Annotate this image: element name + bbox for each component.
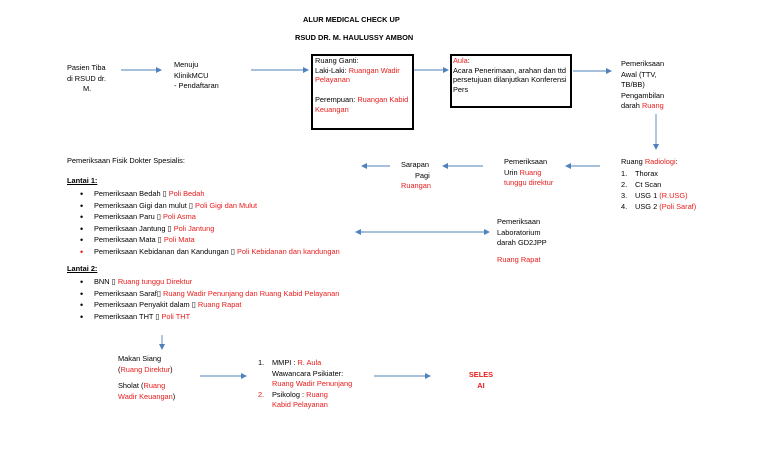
changing-room-content: Ruang Ganti: Laki-Laki: Ruangan Wadir Pe… [315, 56, 413, 114]
initial-exam-line: Pengambilan [621, 90, 665, 100]
floor1-item: Pemeriksaan Bedah ▯ Poli Bedah [67, 188, 367, 201]
male-room: Ruangan Wadir [348, 65, 400, 75]
lab-line: darah GD2JPP [497, 238, 547, 248]
floor2-item: BNN ▯ Ruang tunggu Direktur [67, 276, 367, 289]
hall-line: Pers [453, 84, 469, 94]
initial-exam-prefix: darah [621, 101, 642, 111]
hall-content: Aula: Acara Penerimaan, arahan dan ttd p… [453, 56, 571, 95]
floor1-item: Pemeriksaan Kebidanan dan Kandungan ▯ Po… [67, 246, 367, 259]
floor1-label: Lantai 1: [67, 175, 98, 185]
initial-exam-line: Pemeriksaan [621, 59, 665, 68]
male-label: Laki-Laki: [315, 65, 349, 75]
lab-room: Ruang Rapat [497, 254, 541, 264]
psychologist-label: Psikolog : [272, 389, 307, 399]
lab-line: Pemeriksaan [497, 217, 541, 226]
hall-line: persetujuan dilanjutkan Konferensi [453, 75, 567, 85]
breakfast-line: Sarapan [401, 160, 429, 169]
psychologist-room: Ruang [306, 389, 328, 399]
prayer-prefix: Sholat ( [118, 381, 144, 391]
urine-room-cont: tunggu direktur [504, 178, 554, 188]
radiology-list: 1.Thorax 2.Ct Scan 3.USG 1 (R.USG) 4.USG… [621, 168, 696, 213]
initial-exam-room: Ruang [641, 101, 664, 111]
urine-room: Ruang [519, 167, 542, 177]
radiology-item: 2.Ct Scan [621, 179, 662, 189]
floor2-item: Pemeriksaan Saraf▯ Ruang Wadir Penunjang… [67, 288, 367, 301]
female-room: Ruangan Kabid [357, 94, 409, 104]
breakfast-room: Ruangan [401, 181, 431, 191]
specialist-heading: Pemeriksaan Fisik Dokter Spesialis: [67, 156, 185, 165]
breakfast-line: Pagi [415, 170, 430, 180]
registration-line: Menuju [174, 60, 199, 69]
prayer-room-cont: Wadir Keuangan [118, 391, 173, 401]
lunch-room: Ruang Direktur [120, 364, 171, 374]
mmpi-room: R. Aula [297, 358, 322, 367]
mmpi-label: MMPI : [272, 358, 298, 367]
step-initial-exam: Pemeriksaan Awal (TTV, TB/BB) Pengambila… [621, 59, 664, 112]
male-room-cont: Pelayanan [315, 75, 350, 85]
step-lab: Pemeriksaan Laboratorium darah GD2JPP Ru… [497, 217, 547, 265]
floor1-item: Pemeriksaan Paru ▯ Poli Asma [67, 211, 367, 224]
floor2-item: Pemeriksaan THT ▯ Poli THT [67, 311, 367, 324]
page-subtitle: RSUD DR. M. HAULUSSY AMBON [295, 33, 414, 42]
finish-line: AI [477, 380, 485, 390]
step-specialist: Pemeriksaan Fisik Dokter Spesialis: Lant… [67, 156, 367, 323]
radiology-label: Ruang [621, 157, 645, 166]
radiology-item: 1.Thorax [621, 168, 659, 178]
interview-label: Wawancara Psikiater: [272, 368, 344, 378]
lunch-line: Makan Siang [118, 354, 162, 363]
floor1-list: Pemeriksaan Bedah ▯ Poli Bedah Pemeriksa… [67, 188, 367, 259]
radiology-item: 4.USG 2 (Poli Saraf) [621, 202, 697, 212]
floor2-label: Lantai 2: [67, 263, 98, 273]
initial-exam-line: Awal (TTV, [621, 69, 657, 79]
step-breakfast: Sarapan Pagi Ruangan [401, 160, 431, 192]
arrival-line: M. [83, 84, 92, 94]
registration-line: - Pendaftaran [174, 81, 219, 91]
step-final: 1.MMPI : R. Aula Wawancara Psikiater: Ru… [258, 358, 378, 411]
female-label: Perempuan: [315, 94, 358, 104]
step-finish: SELES AI [468, 370, 494, 391]
urine-line: Pemeriksaan [504, 157, 548, 166]
initial-exam-line: TB/BB) [621, 80, 645, 90]
hall-box: Aula: Acara Penerimaan, arahan dan ttd p… [450, 54, 572, 108]
psychologist-room-cont: Kabid Pelayanan [272, 400, 328, 410]
urine-prefix: Urin [504, 167, 520, 177]
floor1-item: Pemeriksaan Mata ▯ Poli Mata [67, 234, 367, 247]
female-room-cont: Keuangan [315, 104, 349, 114]
lab-line: Laboratorium [497, 227, 541, 237]
step-radiology: Ruang Radiologi: 1.Thorax 2.Ct Scan 3.US… [621, 157, 697, 213]
step-registration: Menuju KlinikMCU - Pendaftaran [174, 60, 219, 92]
prayer-room: Ruang [143, 381, 166, 391]
arrival-line: di RSUD dr. [67, 73, 107, 83]
changing-room-box: Ruang Ganti: Laki-Laki: Ruangan Wadir Pe… [311, 54, 414, 130]
finish-line: SELES [468, 370, 494, 379]
changing-room-heading: Ruang Ganti: [315, 56, 359, 65]
hall-name: Aula [453, 56, 468, 65]
registration-line: KlinikMCU [174, 70, 209, 80]
radiology-item: 3.USG 1 (R.USG) [621, 190, 688, 200]
floor2-list: BNN ▯ Ruang tunggu Direktur Pemeriksaan … [67, 276, 367, 324]
step-urine: Pemeriksaan Urin Ruang tunggu direktur [504, 157, 553, 189]
step-arrival: Pasien Tiba di RSUD dr. M. [67, 63, 106, 95]
floor2-item: Pemeriksaan Penyakit dalam ▯ Ruang Rapat [67, 299, 367, 312]
hall-line: Acara Penerimaan, arahan dan ttd [453, 65, 566, 75]
floor1-item: Pemeriksaan Gigi dan mulut ▯ Poli Gigi d… [67, 200, 367, 213]
interview-room: Ruang Wadir Penunjang [272, 379, 353, 389]
radiology-room: Radiologi [644, 157, 676, 166]
step-lunch: Makan Siang (Ruang Direktur) Sholat (Rua… [118, 354, 176, 401]
page-title: ALUR MEDICAL CHECK UP [303, 15, 400, 24]
floor1-item: Pemeriksaan Jantung ▯ Poli Jantung [67, 223, 367, 236]
arrival-line: Pasien Tiba [67, 63, 106, 72]
